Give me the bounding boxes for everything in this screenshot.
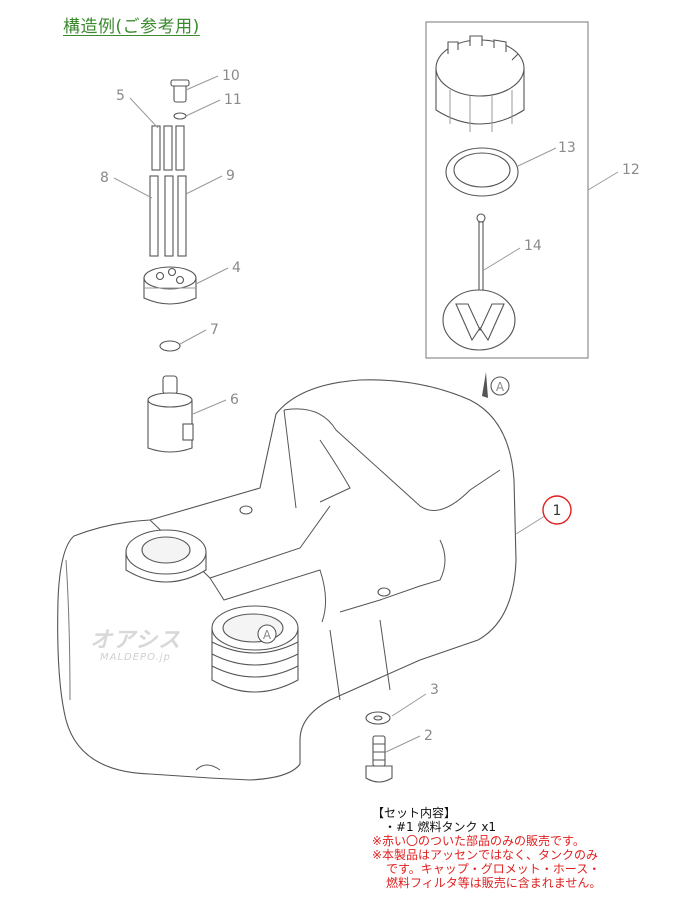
callout-4: 4 <box>232 260 241 276</box>
cap-gasket <box>445 147 519 197</box>
leader-lines <box>113 75 619 753</box>
callout-11: 11 <box>224 92 242 108</box>
arrow-icon <box>482 372 488 398</box>
ref-mark-circle <box>490 376 510 396</box>
callout-1: 1 <box>553 503 562 519</box>
ref-mark-a: A <box>496 380 505 394</box>
watermark-site: MALDEPO.jp <box>100 652 171 663</box>
ref-mark-circle-front <box>257 624 277 644</box>
callout-10: 10 <box>222 68 240 84</box>
set-contents-notes: 【セット内容】 ・#1 燃料タンク x1 ※赤い〇のついた部品のみの販売です。 … <box>372 806 692 890</box>
tether-strap <box>442 213 516 351</box>
callout-12: 12 <box>622 162 640 178</box>
highlight-circle <box>542 495 572 525</box>
callout-14: 14 <box>524 238 542 254</box>
fuel-tank: A <box>57 379 517 781</box>
callout-9: 9 <box>226 168 235 184</box>
notes-red-line-3: です。キャップ・グロメット・ホース・ <box>386 862 601 876</box>
hose-assembly <box>149 79 190 257</box>
callout-3: 3 <box>430 682 439 698</box>
diagram-title: 構造例(ご参考用) <box>63 17 200 37</box>
o-ring <box>159 340 181 352</box>
callout-2: 2 <box>424 728 433 744</box>
notes-red-line-4: 燃料フィルタ等は販売に含まれません。 <box>386 876 602 890</box>
callout-7: 7 <box>210 322 219 338</box>
hose-fitting <box>365 735 393 783</box>
notes-heading: 【セット内容】 <box>372 806 457 820</box>
watermark-logo: オアシス <box>90 628 182 653</box>
notes-red-line-1: ※赤い〇のついた部品のみの販売です。 <box>372 834 585 848</box>
fuel-cap <box>435 35 525 132</box>
callout-13: 13 <box>558 140 576 156</box>
callout-6: 6 <box>230 392 239 408</box>
svg-text:A: A <box>263 628 272 642</box>
fuel-filter <box>147 375 194 453</box>
callout-8: 8 <box>100 170 109 186</box>
grommet <box>143 266 197 305</box>
notes-item: ・#1 燃料タンク x1 <box>384 820 497 834</box>
notes-red-line-2: ※本製品はアッセンではなく、タンクのみ <box>372 848 599 862</box>
callout-5: 5 <box>116 88 125 104</box>
